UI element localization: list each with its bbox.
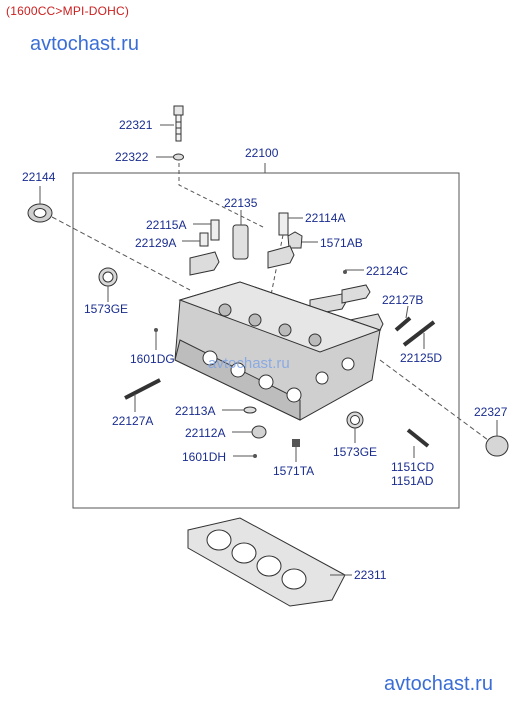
- part-label-1571AB[interactable]: 1571AB: [320, 236, 363, 250]
- part-label-1151CD[interactable]: 1151CD: [391, 460, 435, 474]
- plug-1573GE-left-shape: [98, 267, 118, 287]
- stud-22127A-shape: [124, 378, 161, 400]
- seal-22113A-shape: [243, 406, 257, 414]
- bolt-22321-shape: [173, 105, 184, 142]
- part-label-22311[interactable]: 22311: [354, 568, 387, 582]
- part-label-22129A[interactable]: 22129A: [135, 236, 177, 250]
- part-label-22100[interactable]: 22100: [245, 146, 279, 160]
- tappet-22135-shape: [232, 224, 249, 260]
- plug-1571TA-shape: [292, 439, 300, 447]
- part-label-22112A[interactable]: 22112A: [185, 426, 226, 440]
- cup-22112A-shape: [251, 425, 267, 439]
- stud-22125D-shape: [402, 320, 436, 347]
- gasket-22311-shape: [187, 517, 346, 607]
- watermark-top[interactable]: avtochast.ru: [30, 33, 139, 55]
- stud-22127B-shape: [394, 316, 412, 332]
- part-label-22127B[interactable]: 22127B: [382, 293, 424, 307]
- plug-1573GE-right-shape: [346, 411, 364, 429]
- part-label-22135[interactable]: 22135: [224, 196, 258, 210]
- seal-22144-shape: [27, 203, 53, 223]
- part-label-1573GE-left[interactable]: 1573GE: [84, 302, 129, 316]
- stud-1151CD-shape: [406, 428, 430, 448]
- watermark-bottom[interactable]: avtochast.ru: [384, 673, 493, 695]
- part-label-22125D[interactable]: 22125D: [400, 351, 443, 365]
- part-label-22322[interactable]: 22322: [115, 150, 149, 164]
- part-label-22144[interactable]: 22144: [22, 170, 56, 184]
- part-label-1601DG[interactable]: 1601DG: [130, 352, 175, 366]
- washer-22322-shape: [173, 153, 184, 161]
- pin-22115A-shape: [210, 219, 220, 241]
- part-label-1151AD[interactable]: 1151AD: [391, 474, 434, 488]
- pin-22114A-shape: [278, 212, 289, 236]
- plug-22327-shape: [485, 435, 509, 457]
- part-label-22113A[interactable]: 22113A: [175, 404, 216, 418]
- watermark-center[interactable]: avtochast.ru: [208, 355, 290, 372]
- part-label-22321[interactable]: 22321: [119, 118, 153, 132]
- part-label-1573GE-right[interactable]: 1573GE: [333, 445, 378, 459]
- part-label-22114A[interactable]: 22114A: [305, 211, 346, 225]
- dowel-22129A-shape: [199, 232, 209, 247]
- engine-variant-title: (1600CC>MPI-DOHC): [6, 4, 130, 18]
- part-label-1571TA[interactable]: 1571TA: [273, 464, 315, 478]
- part-label-1601DH[interactable]: 1601DH: [182, 450, 227, 464]
- part-label-22115A[interactable]: 22115A: [146, 218, 187, 232]
- cylinder-head-shape: [174, 281, 382, 421]
- part-label-22124C[interactable]: 22124C: [366, 264, 409, 278]
- assembly-frame: [72, 172, 460, 509]
- part-label-22327[interactable]: 22327: [474, 405, 508, 419]
- part-label-22127A[interactable]: 22127A: [112, 414, 154, 428]
